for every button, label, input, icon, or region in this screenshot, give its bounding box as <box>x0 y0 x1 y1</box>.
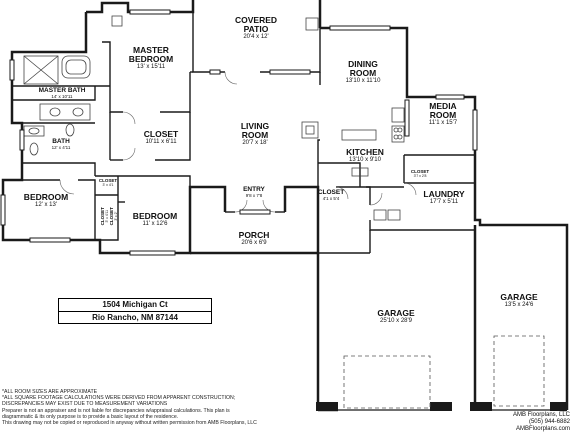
room-name: MASTER BATH <box>38 87 86 94</box>
room-bath: BATH 12' x 4'11 <box>51 138 71 151</box>
closet-name: CLOSET <box>410 169 430 174</box>
note-line: This drawing may not be copied or reprod… <box>2 420 257 427</box>
room-dims: 13' x 15'11 <box>136 63 166 70</box>
exterior-walls <box>1 0 569 412</box>
address-street: 1504 Michigan Ct <box>102 300 168 309</box>
room-name-line2: BEDROOM <box>128 53 174 64</box>
room-dims: 10'11 x 6'11 <box>145 138 177 145</box>
closet-dims: 3'7 x 2'8 <box>413 173 427 178</box>
room-dims: 20'4 x 12' <box>243 33 269 40</box>
room-dims: 13'10 x 9'10 <box>349 156 381 163</box>
room-name: LIVING <box>240 121 270 131</box>
room-dims: 12' x 4'11 <box>51 144 71 150</box>
company-name: AMB Floorplans, LLC <box>512 412 570 418</box>
room-name: PORCH <box>238 230 270 240</box>
note-line: Preparer is not an appraiser and is not … <box>2 407 230 414</box>
closet-dims: 3' x 4'1 <box>102 182 114 187</box>
room-name: BATH <box>52 138 70 145</box>
note-line: diagrammatic & its only purpose is to pr… <box>2 413 179 420</box>
room-dims: 9'8 x 7'8 <box>245 192 263 198</box>
room-name: CLOSET <box>143 129 179 139</box>
room-bedroom-1: BEDROOM 12' x 13' <box>24 193 68 208</box>
room-name-line2: ROOM <box>241 129 269 140</box>
company-website: AMBFloorplans.com <box>515 426 570 432</box>
room-bedroom-2: BEDROOM 11' x 12'6 <box>133 212 177 227</box>
windows <box>0 9 478 256</box>
room-name-line2: ROOM <box>429 109 457 120</box>
room-name: LAUNDRY <box>423 189 465 199</box>
room-kitchen: KITCHEN 13'10 x 9'10 <box>346 148 384 163</box>
closet-dims: 4'1 x 5'4 <box>322 195 340 201</box>
closet-dims: 3' x 2' <box>113 211 118 221</box>
disclaimer-notes: *ALL ROOM SIZES ARE APPROXIMATE *ALL SQU… <box>2 389 257 426</box>
garage-doors <box>343 335 545 409</box>
room-master-bath: MASTER BATH 14' x 10'11 <box>38 87 86 100</box>
room-dims: 11'1 x 15'7 <box>428 119 458 126</box>
room-name: KITCHEN <box>346 147 384 157</box>
room-porch: PORCH 20'6 x 6'9 <box>239 231 270 246</box>
room-garage-main: GARAGE 25'10 x 28'9 <box>377 309 414 324</box>
closet-hall: CLOSET 4'1 x 5'4 <box>317 189 345 202</box>
room-dims: 25'10 x 28'9 <box>380 317 412 324</box>
room-laundry: LAUNDRY 17'7 x 5'11 <box>423 190 464 205</box>
address-box: 1504 Michigan Ct Rio Rancho, NM 87144 <box>58 298 212 324</box>
room-name: MEDIA <box>429 101 457 111</box>
room-name: COVERED <box>234 15 278 25</box>
note-line: *ALL SQUARE FOOTAGE CALCULATIONS WERE DE… <box>2 395 236 402</box>
room-dims: 11' x 12'6 <box>142 220 168 227</box>
room-dining-room: DINING ROOM 13'10 x 11'10 <box>346 60 381 84</box>
door-swings <box>59 71 417 213</box>
room-dims: 14' x 10'11 <box>51 93 73 99</box>
room-name-line2: ROOM <box>349 67 377 78</box>
interior-walls <box>3 0 475 254</box>
room-name: BEDROOM <box>23 192 69 202</box>
room-name-line2: PATIO <box>243 23 269 34</box>
room-entry: ENTRY 9'8 x 7'8 <box>243 186 265 199</box>
closet-name: CLOSET <box>98 178 118 183</box>
room-media-room: MEDIA ROOM 11'1 x 15'7 <box>429 102 457 126</box>
room-master-bedroom: MASTER BEDROOM 13' x 15'11 <box>129 46 173 70</box>
address-city: Rio Rancho, NM 87144 <box>59 311 211 324</box>
closet-bedroom-top: CLOSET 3' x 4'1 <box>98 178 118 187</box>
note-line: *ALL ROOM SIZES ARE APPROXIMATE <box>2 389 98 395</box>
garage-posts <box>316 402 567 411</box>
room-dims: 20'7 x 18' <box>242 139 268 146</box>
room-dims: 17'7 x 5'11 <box>429 198 459 205</box>
fixtures <box>23 15 405 221</box>
room-covered-patio: COVERED PATIO 20'4 x 12' <box>235 16 277 40</box>
room-dims: 13'10 x 11'10 <box>345 77 381 84</box>
room-dims: 12' x 13' <box>35 201 57 208</box>
note-line: DISCREPANCIES MAY EXIST DUE TO MEASUREME… <box>2 401 168 408</box>
room-name: GARAGE <box>500 292 538 302</box>
closet-laundry: CLOSET 3'7 x 2'8 <box>410 169 430 178</box>
room-name: GARAGE <box>377 308 415 318</box>
closet-bedroom-small: CLOSET 3' x 2' <box>109 207 118 225</box>
company-phone: (505) 944-6882 <box>528 419 570 425</box>
room-garage-side: GARAGE 13'5 x 24'6 <box>500 293 537 308</box>
closet-name: CLOSET <box>317 189 345 196</box>
company-credit: AMB Floorplans, LLC (505) 944-6882 AMBFl… <box>513 412 570 433</box>
room-name: ENTRY <box>243 186 265 193</box>
room-dims: 20'6 x 6'9 <box>241 239 267 246</box>
room-dims: 13'5 x 24'6 <box>504 301 534 308</box>
room-living-room: LIVING ROOM 20'7 x 18' <box>241 122 269 146</box>
room-name: DINING <box>348 59 378 69</box>
room-name: BEDROOM <box>132 211 178 221</box>
room-closet: CLOSET 10'11 x 6'11 <box>144 130 178 145</box>
room-name: MASTER <box>133 45 169 55</box>
